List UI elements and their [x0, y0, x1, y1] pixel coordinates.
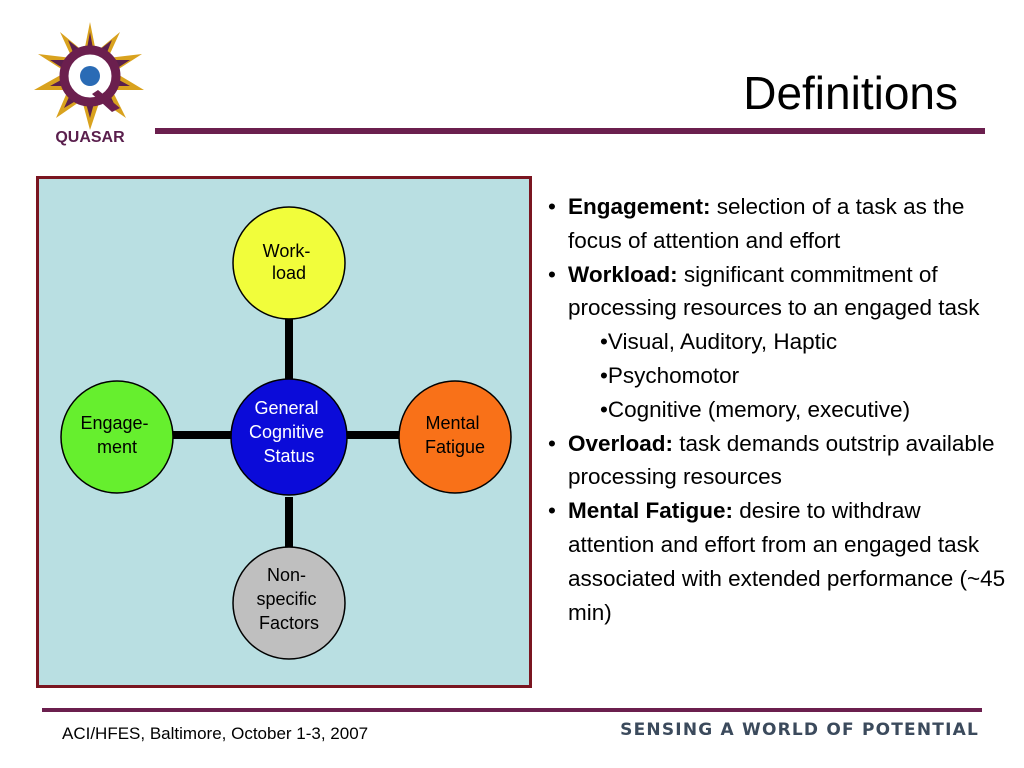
footer-conference: ACI/HFES, Baltimore, October 1-3, 2007 — [62, 724, 369, 743]
footer-divider — [42, 708, 982, 712]
svg-text:Mental Fatigue: Mental Fatigue — [425, 413, 485, 457]
cognitive-status-diagram: Work- load General Cognitive Status Enga… — [36, 176, 532, 688]
node-label-line: Mental — [425, 413, 479, 433]
node-label-line: General — [254, 398, 318, 418]
definition-workload: • Workload: significant commitment of pr… — [548, 258, 1008, 326]
workload-subitem: •Visual, Auditory, Haptic — [600, 329, 838, 355]
workload-subitem: •Cognitive (memory, executive) — [600, 396, 911, 422]
definition-overload: • Overload: task demands outstrip availa… — [548, 427, 1008, 495]
definitions-list: • Engagement: selection of a task as the… — [548, 190, 1008, 629]
quasar-logo: QUASAR — [30, 20, 150, 150]
term: Mental Fatigue: — [568, 498, 734, 524]
node-label-line: Cognitive — [249, 422, 324, 442]
q-emblem-icon — [59, 45, 121, 112]
node-label-line: Non- — [267, 565, 306, 585]
node-label-line: Factors — [259, 613, 319, 633]
bullet: • — [548, 194, 556, 219]
node-label-line: Engage- — [80, 413, 148, 433]
node-label-line: ment — [97, 437, 137, 457]
definition-mental-fatigue: • Mental Fatigue: desire to withdraw att… — [548, 494, 1008, 629]
footer-tagline: SENSING A WORLD OF POTENTIAL — [620, 720, 979, 740]
term: Overload: — [568, 430, 674, 456]
definition-text: significant commitment of processing res… — [568, 261, 980, 321]
definition-text: selection of a task as the focus of atte… — [568, 194, 965, 253]
node-label-line: Work- — [263, 241, 311, 261]
node-engagement: Engage- ment — [60, 380, 174, 494]
definition-text: task demands outstrip available processi… — [568, 430, 995, 490]
node-label-line: Fatigue — [425, 437, 485, 457]
header-divider — [155, 128, 985, 134]
svg-text:Engage- ment: Engage- ment — [80, 413, 153, 457]
svg-text:Non- specific: Non- specific Factors — [256, 565, 321, 633]
logo-text: QUASAR — [55, 129, 125, 146]
node-label-line: load — [272, 263, 306, 283]
bullet: • — [548, 498, 556, 524]
workload-subitem: •Psychomotor — [600, 362, 740, 388]
svg-text:General Cognitive: General Cognitive Status — [249, 398, 329, 466]
definition-engagement: • Engagement: selection of a task as the… — [548, 190, 1008, 258]
connectors — [173, 319, 401, 549]
bullet: • — [548, 430, 556, 456]
term: Workload: — [568, 261, 678, 287]
bullet: • — [548, 261, 556, 287]
node-general-cognitive-status: General Cognitive Status — [230, 378, 348, 496]
node-label-line: Status — [263, 446, 314, 466]
node-label-line: specific — [256, 589, 316, 609]
node-workload: Work- load — [232, 206, 346, 320]
term: Engagement: — [568, 194, 711, 219]
node-non-specific-factors: Non- specific Factors — [232, 546, 346, 660]
svg-text:Work- load: Work- load — [263, 241, 316, 283]
definition-text: desire to withdraw attention and effort … — [568, 498, 1006, 625]
node-mental-fatigue: Mental Fatigue — [398, 380, 512, 494]
page-title: Definitions — [743, 67, 958, 119]
